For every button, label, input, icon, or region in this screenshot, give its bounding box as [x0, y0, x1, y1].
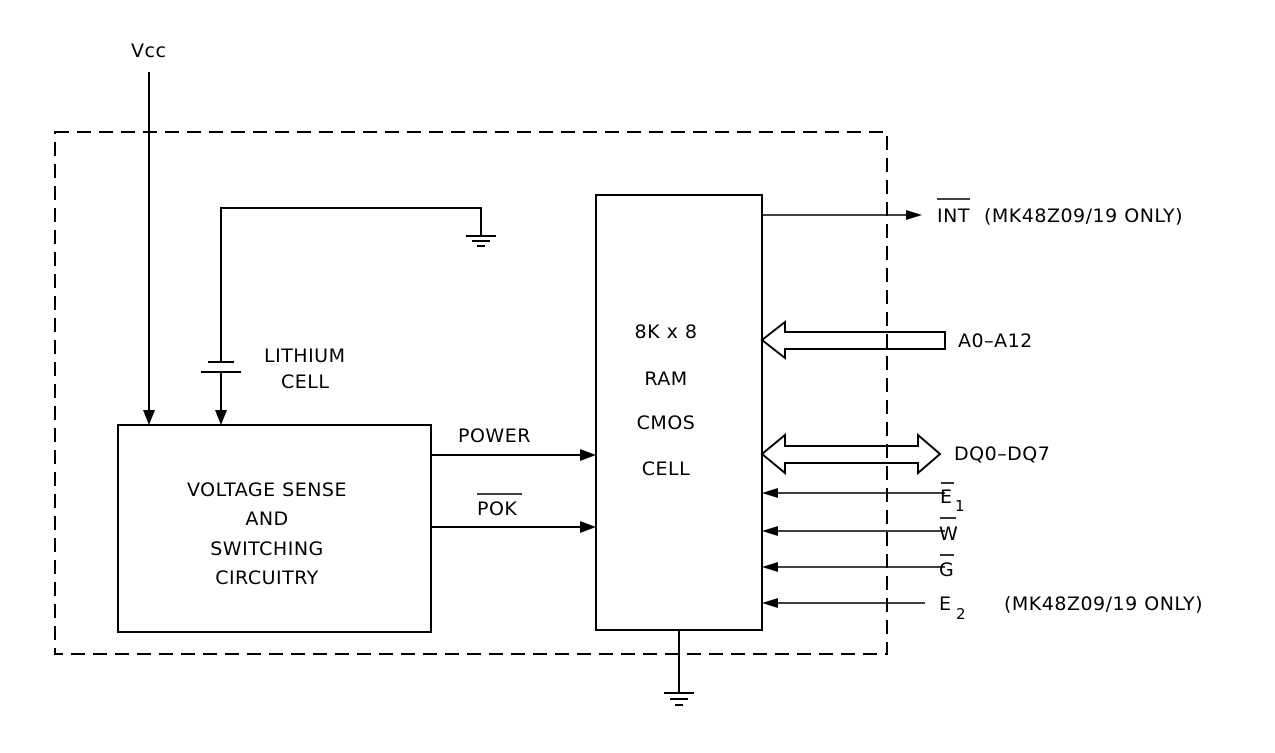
- g-label: G: [939, 559, 954, 581]
- w-label: W: [939, 523, 958, 545]
- e1-letter: E: [940, 486, 953, 508]
- data-bus-arrow: [760, 432, 942, 476]
- int-arrow: [906, 210, 922, 220]
- lithium-cell-arrow: [215, 410, 227, 425]
- e1-subscript: 1: [955, 497, 965, 515]
- vcc-arrow: [143, 410, 155, 425]
- e2-letter: E: [939, 593, 952, 615]
- cell-label: CELL: [281, 371, 329, 393]
- w-arrow: [762, 526, 778, 536]
- voltage-sense-line2: AND: [245, 508, 288, 530]
- ram-line4: CELL: [642, 458, 690, 480]
- pok-arrow: [580, 521, 596, 533]
- pok-label: POK: [477, 498, 517, 520]
- voltage-sense-block: [117, 424, 432, 633]
- int-label: INT: [937, 205, 970, 227]
- e2-subscript: 2: [956, 605, 966, 623]
- address-bus-arrow: [760, 319, 946, 361]
- e2-arrow: [762, 598, 778, 608]
- e2-note: (MK48Z09/19 ONLY): [1004, 593, 1203, 615]
- power-arrow: [580, 449, 596, 461]
- ram-line3: CMOS: [637, 412, 696, 434]
- ram-line1: 8K x 8: [635, 321, 698, 343]
- voltage-sense-line1: VOLTAGE SENSE: [187, 479, 347, 501]
- power-label: POWER: [458, 425, 531, 447]
- lithium-label: LITHIUM: [264, 345, 346, 367]
- e1-arrow: [762, 488, 778, 498]
- voltage-sense-line4: CIRCUITRY: [215, 567, 319, 589]
- voltage-sense-line3: SWITCHING: [210, 538, 324, 560]
- module-boundary: [54, 131, 888, 655]
- address-bus-label: A0–A12: [958, 330, 1033, 352]
- lithium-cell-wire: [220, 207, 482, 362]
- vcc-label: Vcc: [131, 40, 166, 62]
- g-arrow: [762, 562, 778, 572]
- int-note: (MK48Z09/19 ONLY): [984, 205, 1183, 227]
- ram-line2: RAM: [644, 368, 687, 390]
- data-bus-label: DQ0–DQ7: [954, 443, 1050, 465]
